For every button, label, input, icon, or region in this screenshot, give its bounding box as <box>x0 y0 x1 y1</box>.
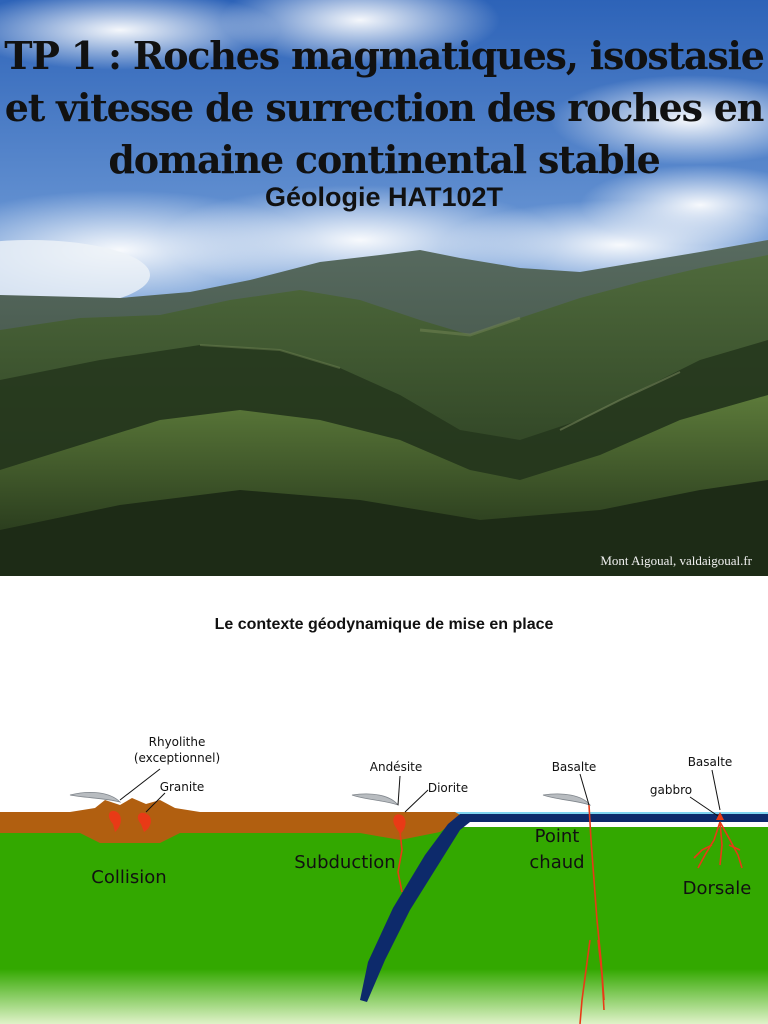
header-photo: TP 1 : Roches magmatiques, isostasie et … <box>0 0 768 576</box>
geodynamic-diagram: Rhyolithe (exceptionnel) Granite Andésit… <box>0 735 768 1024</box>
mountain-landscape-image <box>0 0 768 576</box>
page-title-line: et vitesse de surrection des roches en <box>4 85 765 130</box>
rock-label-basalte-hotspot: Basalte <box>552 760 597 774</box>
rock-label-basalte-ridge: Basalte <box>688 755 733 769</box>
rock-label-granite: Granite <box>160 780 205 794</box>
page-title: TP 1 : Roches magmatiques, isostasie et … <box>0 30 768 186</box>
rock-label-diorite: Diorite <box>428 781 468 795</box>
continental-crust <box>0 798 462 843</box>
setting-label-subduction: Subduction <box>294 852 395 873</box>
setting-label-dorsale: Dorsale <box>683 878 752 899</box>
page-title-line: domaine continental stable <box>108 137 660 182</box>
magma <box>108 810 724 834</box>
volcanic-plumes <box>69 791 592 806</box>
rock-label-andesite: Andésite <box>370 760 423 774</box>
setting-label-chaud: chaud <box>529 852 584 873</box>
magma-plumes <box>397 804 743 1024</box>
page-title-line: TP 1 : Roches magmatiques, isostasie <box>4 33 765 78</box>
diagram-title: Le contexte géodynamique de mise en plac… <box>214 616 554 633</box>
setting-label-point: Point <box>535 826 580 847</box>
rock-label-gabbro: gabbro <box>650 783 692 797</box>
leader-lines <box>119 768 721 817</box>
mantle <box>0 827 768 1024</box>
photo-credit: Mont Aigoual, valdaigoual.fr <box>600 553 752 568</box>
rock-label-rhyolithe: Rhyolithe <box>149 735 206 749</box>
rock-label-rhyolithe-note: (exceptionnel) <box>134 751 220 765</box>
setting-label-collision: Collision <box>91 867 166 888</box>
page-subtitle: Géologie HAT102T <box>264 182 504 212</box>
